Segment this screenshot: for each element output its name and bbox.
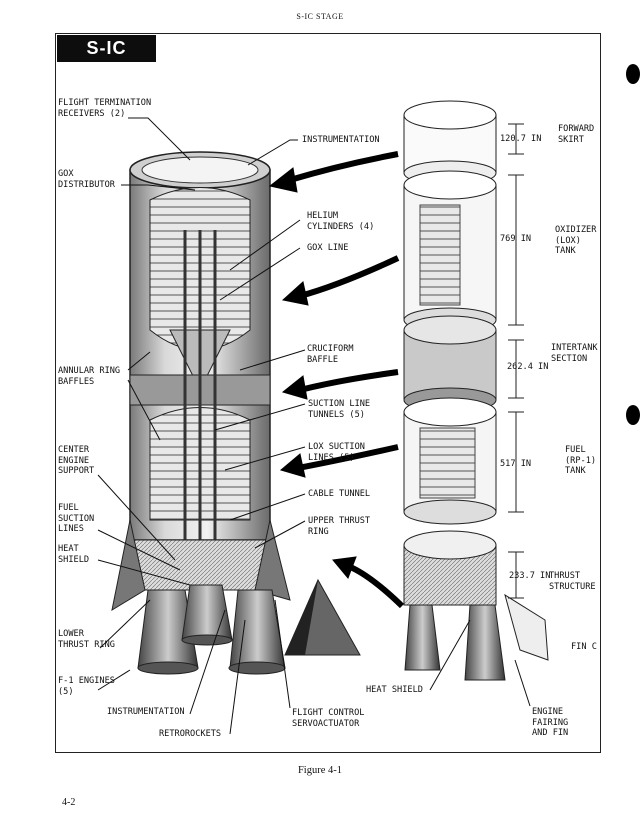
label-suction-line-tunnels: SUCTION LINE TUNNELS (5): [308, 399, 371, 420]
fuel-tank-section: [403, 397, 497, 525]
label-helium-cylinders: HELIUM CYLINDERS (4): [307, 211, 375, 232]
label-lower-thrust-ring: LOWER THRUST RING: [58, 629, 115, 650]
dimension-thrust-structure: 233.7 IN: [509, 571, 551, 581]
main-stage-body: [111, 151, 291, 612]
label-cruciform-baffle: CRUCIFORM BAFFLE: [307, 344, 354, 365]
label-gox-line: GOX LINE: [307, 243, 349, 253]
dimension-forward-skirt: 120.7 IN: [500, 134, 542, 144]
f1-engines: [137, 584, 286, 675]
label-oxidizer-lox-tank: OXIDIZER (LOX) TANK: [555, 225, 597, 256]
label-intertank-section: INTERTANK SECTION: [551, 343, 598, 364]
label-flight-control-servoactuator: FLIGHT CONTROL SERVOACTUATOR: [292, 708, 365, 729]
label-cable-tunnel: CABLE TUNNEL: [308, 489, 371, 499]
label-fin-c: FIN C: [571, 642, 597, 652]
lox-tank-section: [403, 170, 497, 333]
label-annular-ring-baffles: ANNULAR RING BAFFLES: [58, 366, 121, 387]
binder-hole-mark: [626, 64, 640, 84]
figure-caption: Figure 4-1: [297, 765, 343, 776]
label-heat-shield-right: HEAT SHIELD: [366, 685, 423, 695]
label-flight-termination-receivers: FLIGHT TERMINATION RECEIVERS (2): [58, 98, 152, 119]
running-header: S-IC STAGE: [296, 12, 344, 21]
label-f1-engines: F-1 ENGINES (5): [58, 676, 115, 697]
binder-hole-mark: [626, 405, 640, 425]
label-upper-thrust-ring: UPPER THRUST RING: [308, 516, 371, 537]
dimension-oxidizer-tank: 769 IN: [500, 234, 532, 244]
pointer-arrows: [268, 151, 405, 609]
label-forward-skirt: FORWARD SKIRT: [558, 124, 595, 145]
label-retrorockets: RETROROCKETS: [159, 729, 222, 739]
label-fuel-suction-lines: FUEL SUCTION LINES: [58, 503, 95, 534]
figure-frame: [55, 33, 601, 753]
dimension-lines: [508, 123, 524, 599]
label-fuel-rp1-tank: FUEL (RP-1) TANK: [565, 445, 597, 476]
label-instrumentation-top: INSTRUMENTATION: [302, 135, 380, 145]
label-thrust-structure: THRUST STRUCTURE: [549, 571, 596, 592]
label-instrumentation-bottom: INSTRUMENTATION: [107, 707, 185, 717]
label-center-engine-support: CENTER ENGINE SUPPORT: [58, 445, 95, 476]
figure-title: S-IC STAGE: [57, 35, 156, 85]
dimension-intertank: 262.4 IN: [507, 362, 549, 372]
detached-fin: [284, 578, 361, 656]
dimension-fuel-tank: 517 IN: [500, 459, 532, 469]
label-gox-distributor: GOX DISTRIBUTOR: [58, 169, 115, 190]
label-engine-fairing-and-fin: ENGINE FAIRING AND FIN: [532, 707, 569, 738]
label-heat-shield-left: HEAT SHIELD: [58, 544, 90, 565]
thrust-structure-section: [403, 530, 549, 681]
label-lox-suction-lines: LOX SUCTION LINES (5): [308, 442, 365, 463]
leader-lines: [97, 117, 531, 735]
page-number: 4-2: [62, 797, 76, 808]
